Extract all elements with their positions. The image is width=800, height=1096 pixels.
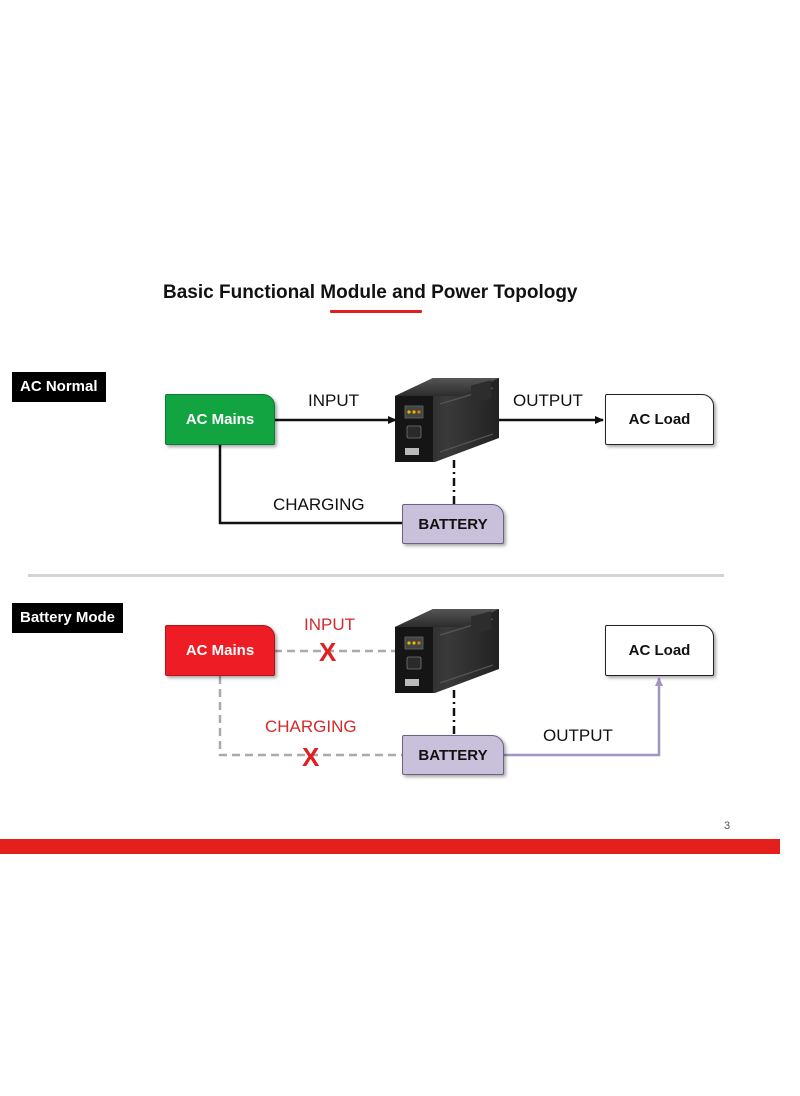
battery-box: BATTERY <box>402 504 504 544</box>
output-label: OUTPUT <box>543 726 613 745</box>
battery-box: BATTERY <box>402 735 504 775</box>
charging-label: CHARGING <box>265 717 357 736</box>
charging-label: CHARGING <box>273 495 365 514</box>
charging-line <box>218 445 403 525</box>
input-cross-mark: X <box>319 637 337 667</box>
ac-mains-box: AC Mains <box>165 394 275 445</box>
battery-output-line <box>503 677 663 757</box>
charging-cross-mark: X <box>302 742 320 772</box>
battery-mode-connectors <box>218 649 663 757</box>
page-title: Basic Functional Module and Power Topolo… <box>163 282 578 303</box>
section-label-battery-mode: Battery Mode <box>12 603 124 633</box>
footer-bar <box>0 839 780 854</box>
charging-line-disconnected <box>218 676 403 757</box>
ac-normal-connectors <box>218 416 604 525</box>
output-label: OUTPUT <box>513 391 583 410</box>
input-label: INPUT <box>304 615 355 634</box>
page-number: 3 <box>724 820 731 832</box>
title-underline <box>330 310 422 313</box>
section-divider <box>28 574 724 577</box>
ups-device-icon <box>395 378 499 462</box>
input-label: INPUT <box>308 391 359 410</box>
ac-load-box: AC Load <box>605 394 714 445</box>
ac-mains-box: AC Mains <box>165 625 275 676</box>
ac-load-box: AC Load <box>605 625 714 676</box>
section-label-ac-normal: AC Normal <box>12 372 106 402</box>
ups-device-icon <box>395 609 499 693</box>
